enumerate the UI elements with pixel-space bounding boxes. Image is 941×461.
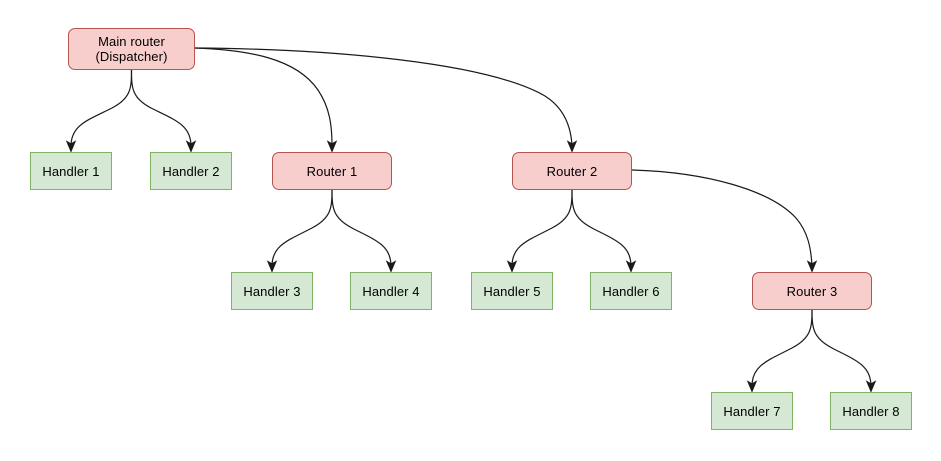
node-handler-5[interactable]: Handler 5: [471, 272, 553, 310]
edge-router-2-to-router-3: [631, 169, 818, 273]
edge-router-3-to-handler-7: [746, 309, 813, 393]
node-handler-8[interactable]: Handler 8: [830, 392, 912, 430]
node-label-handler-3: Handler 3: [243, 283, 301, 299]
node-label-router-2: Router 2: [546, 163, 598, 179]
edge-router-1-to-handler-3: [266, 189, 333, 273]
node-handler-7[interactable]: Handler 7: [711, 392, 793, 430]
node-handler-3[interactable]: Handler 3: [231, 272, 313, 310]
node-router-3[interactable]: Router 3: [752, 272, 872, 310]
edge-router-2-to-handler-5: [506, 189, 573, 273]
edge-main-router-to-router-2: [194, 47, 578, 153]
edge-main-router-to-router-1: [194, 47, 338, 153]
node-label-handler-8: Handler 8: [842, 403, 900, 419]
edge-router-3-to-handler-8: [811, 309, 877, 393]
node-label-handler-4: Handler 4: [362, 283, 420, 299]
node-router-2[interactable]: Router 2: [512, 152, 632, 190]
node-main-router[interactable]: Main router (Dispatcher): [68, 28, 195, 70]
edge-router-1-to-handler-4: [331, 189, 397, 273]
edge-router-2-to-handler-6: [571, 189, 637, 273]
node-label-handler-5: Handler 5: [483, 283, 541, 299]
node-label-main-router: Main router (Dispatcher): [95, 34, 168, 64]
node-handler-4[interactable]: Handler 4: [350, 272, 432, 310]
node-label-handler-1: Handler 1: [42, 163, 100, 179]
node-handler-6[interactable]: Handler 6: [590, 272, 672, 310]
node-label-handler-7: Handler 7: [723, 403, 781, 419]
node-label-handler-6: Handler 6: [602, 283, 660, 299]
node-handler-1[interactable]: Handler 1: [30, 152, 112, 190]
node-label-router-1: Router 1: [306, 163, 358, 179]
node-router-1[interactable]: Router 1: [272, 152, 392, 190]
node-label-handler-2: Handler 2: [162, 163, 220, 179]
edge-main-router-to-handler-2: [130, 69, 197, 153]
node-label-router-3: Router 3: [786, 283, 838, 299]
edge-main-router-to-handler-1: [65, 69, 133, 153]
node-handler-2[interactable]: Handler 2: [150, 152, 232, 190]
